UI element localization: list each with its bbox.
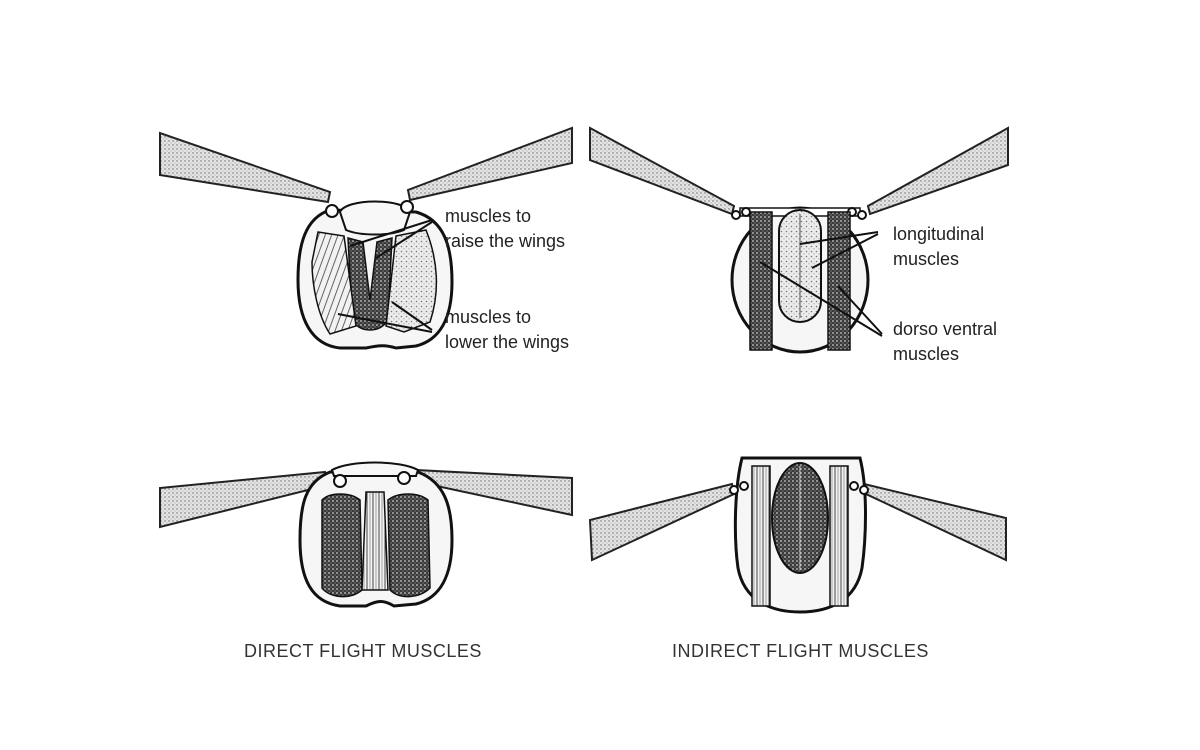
label-longitudinal-muscles: longitudinal muscles (893, 222, 984, 272)
label-line: lower the wings (445, 332, 570, 352)
indirect-flight-top-figure (589, 126, 1009, 354)
label-line: raise the wings (445, 231, 566, 251)
lower-muscle-left (311, 231, 357, 335)
lower-muscle-right (387, 493, 431, 598)
dorsoventral-muscle-right (829, 465, 849, 607)
right-wing (866, 126, 1009, 216)
wing-joint-left-inner (741, 207, 751, 217)
tergum-plate (330, 461, 420, 477)
label-line: muscles to (445, 307, 532, 327)
wing-joint-left-outer (731, 210, 741, 220)
indirect-flight-bottom-figure (588, 456, 1007, 614)
dorsoventral-muscle-left (749, 211, 773, 351)
raise-muscles-relaxed (361, 491, 389, 591)
left-wing (159, 131, 332, 204)
wing-joint-left (333, 474, 347, 488)
direct-flight-bottom-figure (159, 461, 573, 608)
dorsoventral-muscle-right (827, 211, 851, 351)
right-wing (862, 482, 1007, 562)
label-line: muscles (893, 249, 960, 269)
label-raise-wings: muscles to raise the wings (445, 204, 565, 254)
wing-joint-right-outer (857, 210, 867, 220)
caption-direct-flight-muscles: DIRECT FLIGHT MUSCLES (244, 641, 482, 661)
label-dorsoventral-muscles: dorso ventral muscles (893, 317, 997, 367)
wing-joint-left-outer (729, 485, 739, 495)
wing-joint-right (400, 200, 414, 214)
wing-joint-left-inner (739, 481, 749, 491)
label-line: dorso ventral (893, 319, 998, 339)
direct-flight-top-figure (159, 126, 573, 350)
label-lower-wings: muscles to lower the wings (445, 305, 569, 355)
left-wing (589, 126, 736, 216)
wing-joint-right-inner (849, 481, 859, 491)
wing-joint-left (325, 204, 339, 218)
caption-indirect-flight-muscles: INDIRECT FLIGHT MUSCLES (672, 641, 929, 661)
label-line: muscles (893, 344, 960, 364)
wing-joint-right (397, 471, 411, 485)
label-line: longitudinal (893, 224, 985, 244)
left-wing (588, 482, 736, 562)
wing-joint-right-outer (859, 485, 869, 495)
dorsoventral-muscle-left (751, 465, 771, 607)
right-wing (406, 126, 573, 202)
label-line: muscles to (445, 206, 532, 226)
lower-muscle-left (321, 493, 363, 598)
